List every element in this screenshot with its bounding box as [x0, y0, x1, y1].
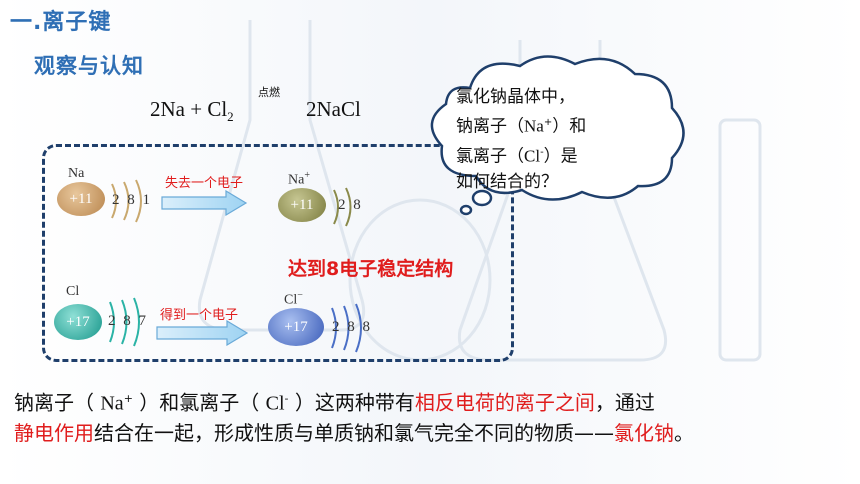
na-atom-label: Na: [68, 166, 85, 181]
cl-ion-label: Cl−: [284, 290, 303, 309]
cloud-line-2: 钠离子（Na+）和: [456, 110, 656, 140]
cloud-line-3-b: ）是: [543, 146, 578, 167]
equation-product: 2NaCl: [306, 97, 361, 121]
highlight-electrostatic: 静电作用: [14, 421, 94, 445]
para-p2: ）和氯离子（: [132, 390, 266, 415]
stable-structure-text: 达到8电子稳定结构: [288, 258, 454, 280]
na-ion-nucleus: +11: [278, 188, 326, 222]
na-arrow-icon: [161, 190, 248, 216]
cloud-na-ion: Na: [524, 116, 544, 136]
equation-reactants-text: 2Na + Cl: [150, 97, 228, 121]
diagram-frame: [42, 144, 514, 362]
cloud-cl-ion: Cl: [524, 146, 541, 166]
cl-arrow-label: 得到一个电子: [160, 308, 239, 323]
equation-subscript: 2: [227, 109, 234, 125]
explanation-line-1: 钠离子（ Na+ ）和氯离子（ Cl- ）这两种带有相反电荷的离子之间，通过: [14, 384, 655, 419]
cl-ion-charge: −: [297, 290, 303, 301]
para-p1: 钠离子（: [14, 390, 101, 415]
cl-atom-shells-icon: [109, 297, 140, 347]
cloud-na-charge: +: [543, 117, 553, 128]
para-na-ion: Na: [100, 392, 124, 415]
cloud-line-3-a: 氯离子（: [456, 146, 524, 167]
na-ion-shells-icon: [333, 187, 352, 227]
na-ion-symbol: Na: [288, 172, 305, 188]
na-arrow-label: 失去一个电子: [165, 176, 244, 191]
thought-cloud: [430, 55, 685, 216]
equation-reactants: 2Na + Cl2: [150, 97, 234, 125]
para-p6: 。: [674, 421, 694, 445]
para-p5: 结合在一起，形成性质与单质钠和氯气完全不同的物质——: [94, 421, 614, 445]
na-ion-label: Na+: [288, 170, 310, 189]
section-subtitle: 观察与认知: [34, 54, 144, 78]
na-atom-shells-icon: [111, 179, 142, 223]
explanation-line-2: 静电作用结合在一起，形成性质与单质钠和氯气完全不同的物质——氯化钠。: [14, 418, 694, 448]
cl-atom-label: Cl: [66, 284, 80, 299]
cloud-line-1: 氯化钠晶体中，: [456, 87, 575, 107]
cloud-line-2-b: ）和: [552, 116, 587, 137]
na-atom-shell-numbers: 2 8 1: [112, 192, 152, 208]
cloud-cl-charge: -: [540, 146, 544, 158]
cl-ion-nucleus: +17: [268, 308, 324, 346]
cloud-line-3: 氯离子（Cl-）是: [456, 140, 656, 170]
na-ion-shell-numbers: 2 8: [338, 197, 363, 213]
para-p4: ，通过: [594, 390, 655, 415]
na-ion-charge: +: [304, 170, 310, 181]
section-title: 一.离子键: [10, 10, 112, 35]
cl-ion-shell-numbers: 2 8 8: [332, 319, 372, 335]
para-cl-ion: Cl: [265, 392, 285, 415]
para-p3: ）这两种带有: [288, 390, 415, 415]
cl-ion-symbol: Cl: [284, 292, 298, 308]
cl-ion-shells-icon: [331, 303, 362, 353]
equation-condition: 点燃: [258, 86, 280, 99]
highlight-opposite-charges: 相反电荷的离子之间: [414, 390, 595, 415]
cloud-line-2-a: 钠离子（: [456, 116, 524, 137]
highlight-sodium-chloride: 氯化钠: [614, 421, 674, 445]
cl-atom-nucleus: +17: [54, 304, 102, 340]
cloud-question: 氯化钠晶体中， 钠离子（Na+）和 氯离子（Cl-）是 如何结合的？: [456, 84, 656, 195]
na-atom-nucleus: +11: [57, 182, 105, 216]
para-na-charge: +: [123, 392, 133, 405]
para-cl-charge: -: [284, 392, 289, 405]
cl-atom-shell-numbers: 2 8 7: [108, 313, 148, 329]
cl-arrow-icon: [156, 320, 249, 346]
cloud-line-4: 如何结合的？: [456, 172, 558, 193]
